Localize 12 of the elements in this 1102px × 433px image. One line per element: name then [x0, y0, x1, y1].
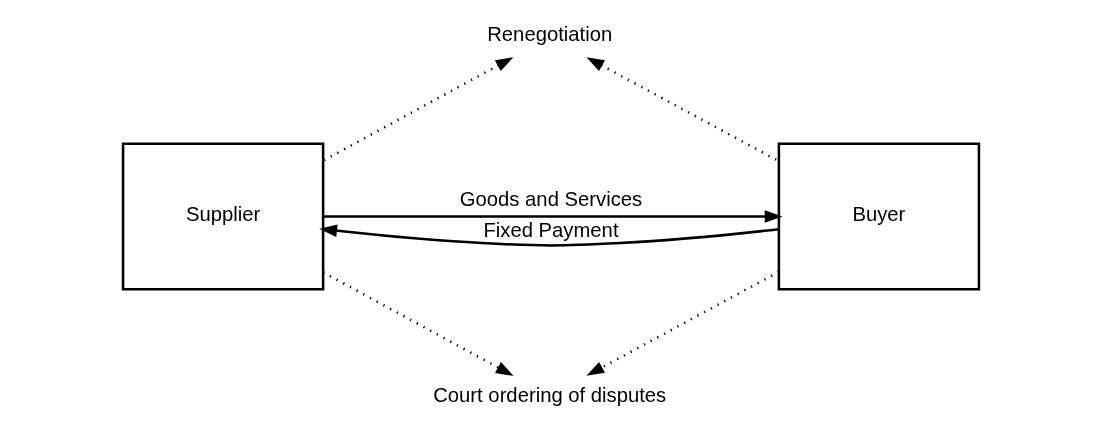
node-box: Buyer: [777, 142, 981, 291]
node-text: Court ordering of disputes: [433, 383, 667, 406]
arrow: [586, 57, 780, 163]
node-text: Renegotiation: [487, 22, 613, 45]
arrow: [323, 210, 783, 223]
arrow: [319, 224, 780, 247]
edge-label: Fixed Payment: [483, 218, 619, 241]
arrow: [322, 271, 514, 376]
edge-label: Goods and Services: [459, 188, 643, 211]
arrow: [586, 270, 780, 376]
arrow: [322, 57, 514, 162]
node-box: Supplier: [121, 142, 325, 291]
